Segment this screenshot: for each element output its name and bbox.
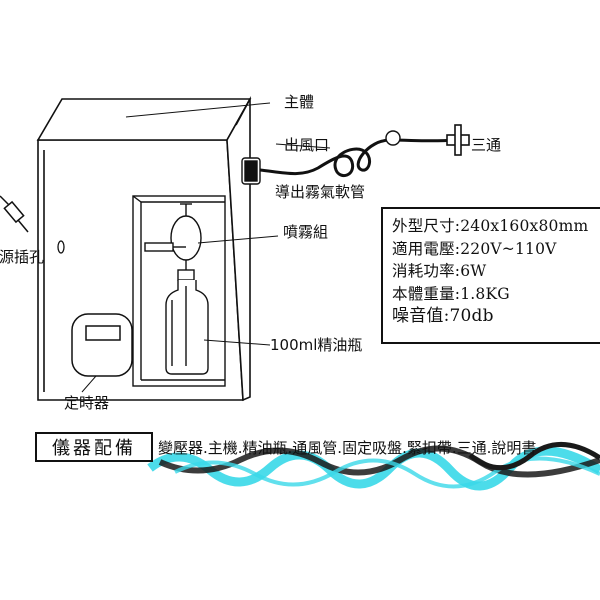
oil-bottle [165,269,209,375]
spray-assembly [144,203,202,278]
power-jack [57,240,65,254]
three-way-connector-icon [446,124,470,156]
mist-hose [259,130,462,178]
background-wave-strip [147,442,600,491]
label-spray-unit: 噴霧組 [283,223,329,241]
label-air-outlet: 出風口 [284,136,330,154]
spec-power: 消耗功率:6W [392,262,487,280]
air-outlet-icon [241,157,261,185]
label-main-body: 主體 [284,93,315,111]
label-mist-hose: 導出霧氣軟管 [275,183,366,201]
spec-weight: 本體重量:1.8KG [392,284,510,303]
spec-noise: 噪音值:70db [392,306,494,326]
power-plug-icon [0,195,29,233]
leader-lines [81,102,331,393]
label-oil-bottle: 100ml精油瓶 [270,336,363,354]
spec-voltage: 適用電壓:220V~110V [392,239,557,258]
spec-dimensions: 外型尺寸:240x160x80mm [392,217,589,235]
accessories-list: 變壓器.主機.精油瓶.通風管.固定吸盤.緊扣帶.三通.說明書 [158,439,537,457]
label-three-way: 三通 [471,136,502,154]
accessories-title: 儀器配備 [35,432,153,462]
timer-panel [71,313,133,377]
spec-box: 外型尺寸:240x160x80mm 適用電壓:220V~110V 消耗功率:6W… [381,207,600,344]
label-power-jack: 電源插孔 [0,248,45,266]
label-timer: 定時器 [64,394,110,412]
